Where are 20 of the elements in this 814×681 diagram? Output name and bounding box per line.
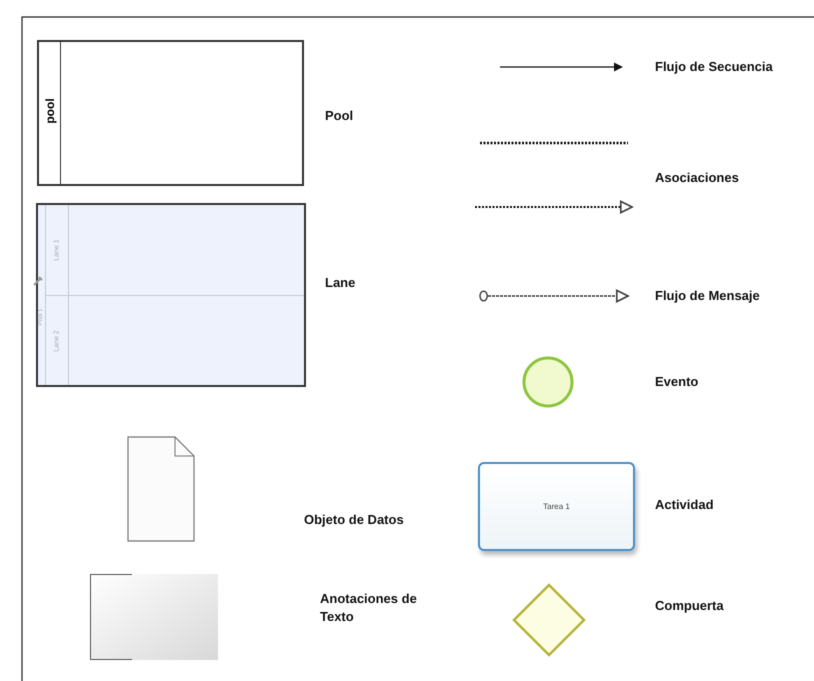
legend-label: Flujo de Mensaje — [655, 287, 760, 305]
gateway-diamond — [513, 584, 585, 656]
data-object-shape — [127, 436, 195, 542]
symbol-name: Evento — [655, 373, 698, 391]
legend-label: Flujo de Secuencia — [655, 58, 773, 76]
symbol-name: Actividad — [655, 496, 714, 514]
pool-name: pool — [43, 98, 57, 124]
symbol-name: Anotaciones de Texto — [320, 590, 418, 626]
pool-box — [37, 40, 304, 186]
pool-with-lanes — [36, 203, 306, 387]
event-circle — [522, 356, 574, 408]
annotation-box — [90, 574, 218, 660]
lane-band — [45, 295, 304, 385]
symbol-name: Compuerta — [655, 597, 724, 615]
task-box — [478, 462, 635, 551]
symbol-name: Objeto de Datos — [304, 511, 404, 529]
legend-label: Asociaciones — [655, 169, 739, 187]
symbol-name: Lane — [325, 274, 356, 292]
task-name: Tarea 1 — [543, 502, 570, 511]
symbol-name: Pool — [325, 107, 354, 125]
